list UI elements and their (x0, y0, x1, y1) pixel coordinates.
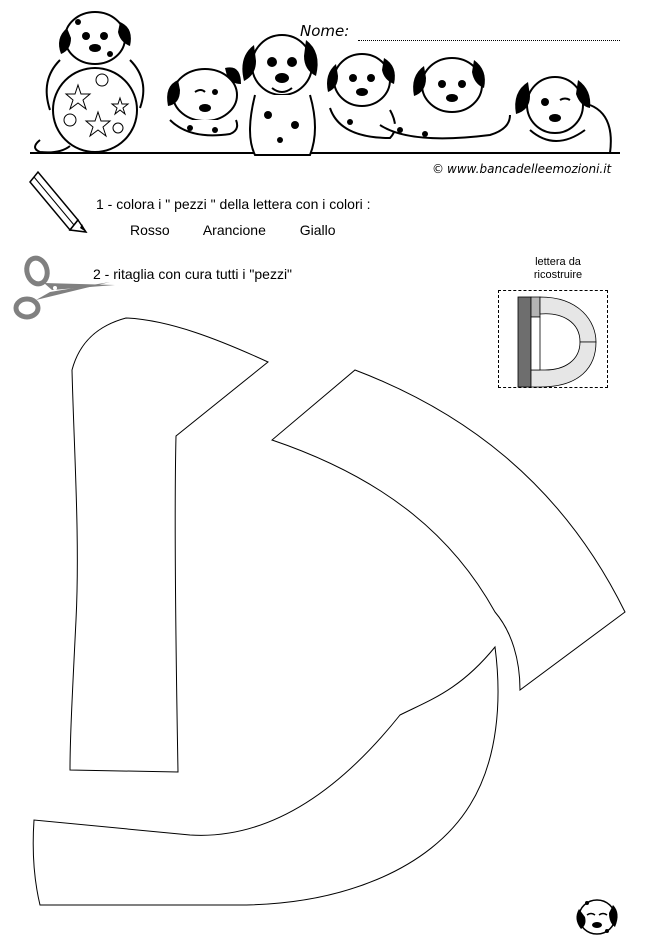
puppy-6 (515, 76, 612, 154)
puppy-face-icon (576, 899, 618, 935)
instruction-step-1: 1 - colora i " pezzi " della lettera con… (96, 196, 371, 212)
dalmatian-puppies-illustration (30, 11, 620, 156)
puppy-5 (379, 57, 511, 140)
puppy-1 (34, 11, 145, 154)
color-giallo: Giallo (299, 222, 336, 238)
puppy-3 (242, 34, 318, 156)
reference-label-line-2: ricostruire (533, 269, 583, 281)
color-rosso: Rosso (130, 222, 170, 238)
color-list: Rosso Arancione Giallo (130, 222, 366, 238)
letter-piece-upper-curve (271, 369, 626, 691)
letter-piece-lower-curve (32, 645, 499, 906)
letter-piece-stem (69, 317, 269, 773)
website-url: www.bancadelleemozioni.it (447, 162, 612, 176)
name-field[interactable] (358, 40, 620, 41)
website-credit: ©www.bancadelleemozioni.it (432, 162, 611, 176)
puppy-2 (167, 67, 241, 137)
color-arancione: Arancione (202, 222, 266, 238)
reference-label: lettera da ricostruire (519, 256, 597, 282)
ball-icon (52, 67, 138, 153)
reference-box (498, 290, 608, 388)
puppy-4 (327, 53, 396, 140)
copyright-symbol: © (432, 162, 444, 176)
letter-pieces (32, 317, 626, 906)
reference-label-line-1: lettera da (535, 256, 581, 268)
name-label: Nome: (300, 22, 350, 40)
instruction-step-2: 2 - ritaglia con cura tutti i "pezzi" (93, 266, 293, 282)
